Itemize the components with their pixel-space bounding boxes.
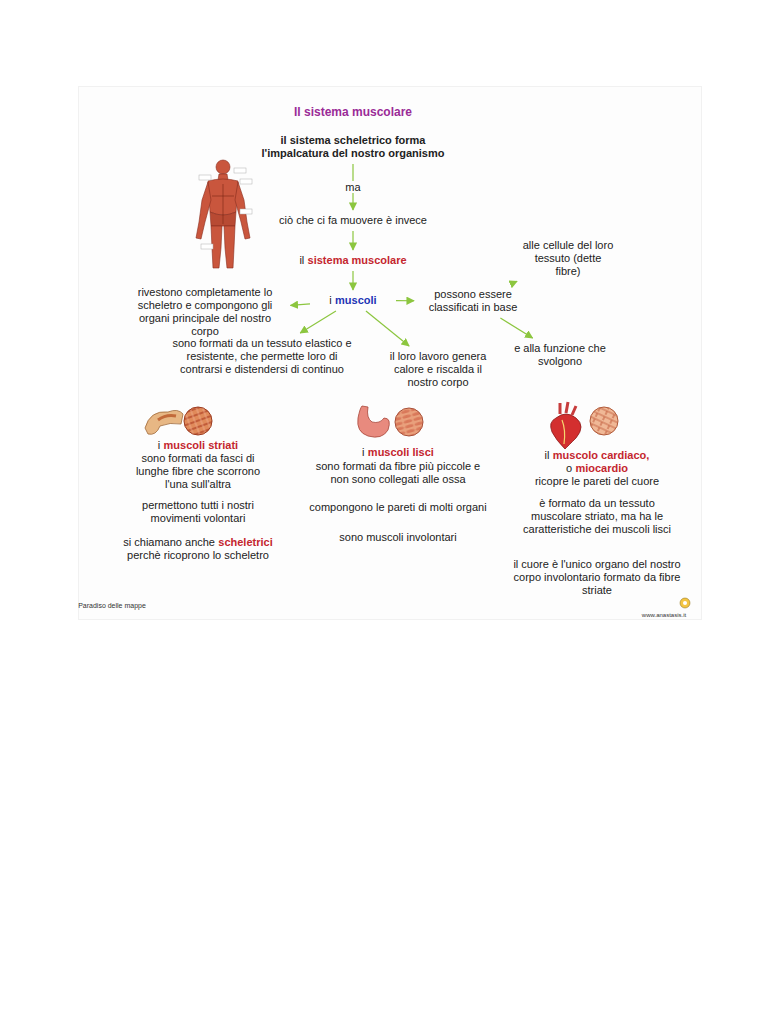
arrow-label: ma — [342, 181, 363, 193]
note-group: permettono tutti i nostri movimenti volo… — [128, 499, 268, 525]
note-group: ricopre le pareti del cuore — [502, 475, 692, 488]
note-text: si chiamano anche — [123, 536, 215, 548]
note-group: omiocardio — [502, 462, 692, 475]
note-text: è formato da un tessuto muscolare striat… — [523, 497, 671, 535]
concept-text: il sistema scheletrico forma l'impalcatu… — [262, 134, 445, 159]
concept-text: alle cellule del loro tessuto (dette fib… — [523, 239, 614, 277]
note-text: o — [566, 462, 572, 474]
concept-arrow — [500, 318, 532, 338]
note-text: permettono tutti i nostri movimenti volo… — [142, 499, 254, 524]
note-group: Paradiso delle mappe — [67, 598, 157, 612]
note-group: è formato da un tessuto muscolare striat… — [522, 497, 672, 536]
concept-node: il sistema scheletrico forma l'impalcatu… — [246, 133, 461, 161]
note-text: muscoli lisci — [368, 446, 434, 458]
concept-text: i — [329, 294, 331, 306]
concept-text: e alla funzione che svolgono — [514, 342, 606, 367]
concept-arrow — [291, 304, 311, 306]
note-group: i muscoli lisci — [313, 446, 483, 459]
note-group: i muscoli striati — [113, 439, 283, 452]
note-text: i — [362, 446, 364, 458]
concept-node: alle cellule del loro tessuto (dette fib… — [520, 238, 616, 279]
note-group: ilmuscolo cardiaco, — [502, 449, 692, 462]
concept-text: ciò che ci fa muovere è invece — [279, 214, 427, 226]
note-text: i — [158, 439, 160, 451]
note-group: sono muscoli involontari — [308, 531, 488, 544]
concept-node: sono formati da un tessuto elastico e re… — [170, 336, 355, 377]
concept-arrow — [396, 300, 414, 301]
note-group: www.anastasis.it — [634, 607, 694, 622]
logo-mark — [680, 598, 690, 608]
concept-text: muscoli — [335, 294, 377, 306]
note-text: il cuore è l'unico organo del nostro cor… — [513, 558, 680, 596]
concept-node: i muscoli — [313, 293, 393, 308]
concept-text: sistema muscolare — [308, 254, 407, 266]
concept-node: possono essere classificati in base — [417, 287, 529, 315]
smooth-fiber — [395, 408, 423, 436]
note-group: perchè ricoprono lo scheletro — [113, 549, 283, 562]
note-text: sono formati da fibre più piccole e non … — [316, 460, 480, 485]
map-title: Il sistema muscolare — [253, 106, 453, 119]
note-text: sono muscoli involontari — [339, 531, 456, 543]
concept-arrow — [352, 271, 353, 290]
concept-arrow — [366, 311, 409, 346]
note-text: ricopre le pareti del cuore — [535, 475, 659, 487]
concept-node: il sistema muscolare — [278, 253, 428, 268]
note-group: il cuore è l'unico organo del nostro cor… — [510, 558, 685, 597]
concept-text: il loro lavoro genera calore e riscalda … — [390, 350, 487, 388]
note-text: muscoli striati — [164, 439, 239, 451]
note-group: sono formati da fasci di lunghe fibre ch… — [133, 452, 263, 491]
striated-fiber — [184, 407, 212, 435]
concept-arrow — [352, 231, 353, 250]
note-text: muscolo cardiaco, — [553, 449, 650, 461]
note-text: miocardio — [575, 462, 628, 474]
note-text: scheletrici — [218, 536, 272, 548]
note-text: perchè ricoprono lo scheletro — [127, 549, 269, 561]
note-text: sono formati da fasci di lunghe fibre ch… — [136, 452, 260, 490]
arm-icon — [145, 410, 183, 434]
concept-node: rivestono completamente lo scheletro e c… — [123, 285, 288, 339]
concept-text: sono formati da un tessuto elastico e re… — [172, 337, 351, 375]
note-text: il — [545, 449, 550, 461]
concept-node: e alla funzione che svolgono — [510, 341, 610, 369]
cardiac-fiber — [590, 407, 618, 435]
note-group: compongono le pareti di molti organi — [293, 501, 503, 514]
note-group: si chiamano anchescheletrici — [113, 536, 283, 549]
note-text: www.anastasis.it — [642, 612, 686, 618]
note-text: Paradiso delle mappe — [78, 602, 146, 609]
concept-node: ciò che ci fa muovere è invece — [258, 213, 448, 228]
concept-text: rivestono completamente lo scheletro e c… — [138, 286, 273, 337]
concept-node: il loro lavoro genera calore e riscalda … — [378, 349, 498, 390]
stomach-icon — [358, 406, 390, 437]
note-group: sono formati da fibre più piccole e non … — [306, 460, 491, 486]
figure-tags — [199, 168, 252, 249]
concept-text: possono essere classificati in base — [429, 288, 518, 313]
concept-arrow — [300, 311, 336, 333]
concept-arrow — [511, 281, 517, 284]
concept-text: il — [299, 254, 304, 266]
note-text: compongono le pareti di molti organi — [309, 501, 486, 513]
heart-icon — [551, 402, 581, 449]
